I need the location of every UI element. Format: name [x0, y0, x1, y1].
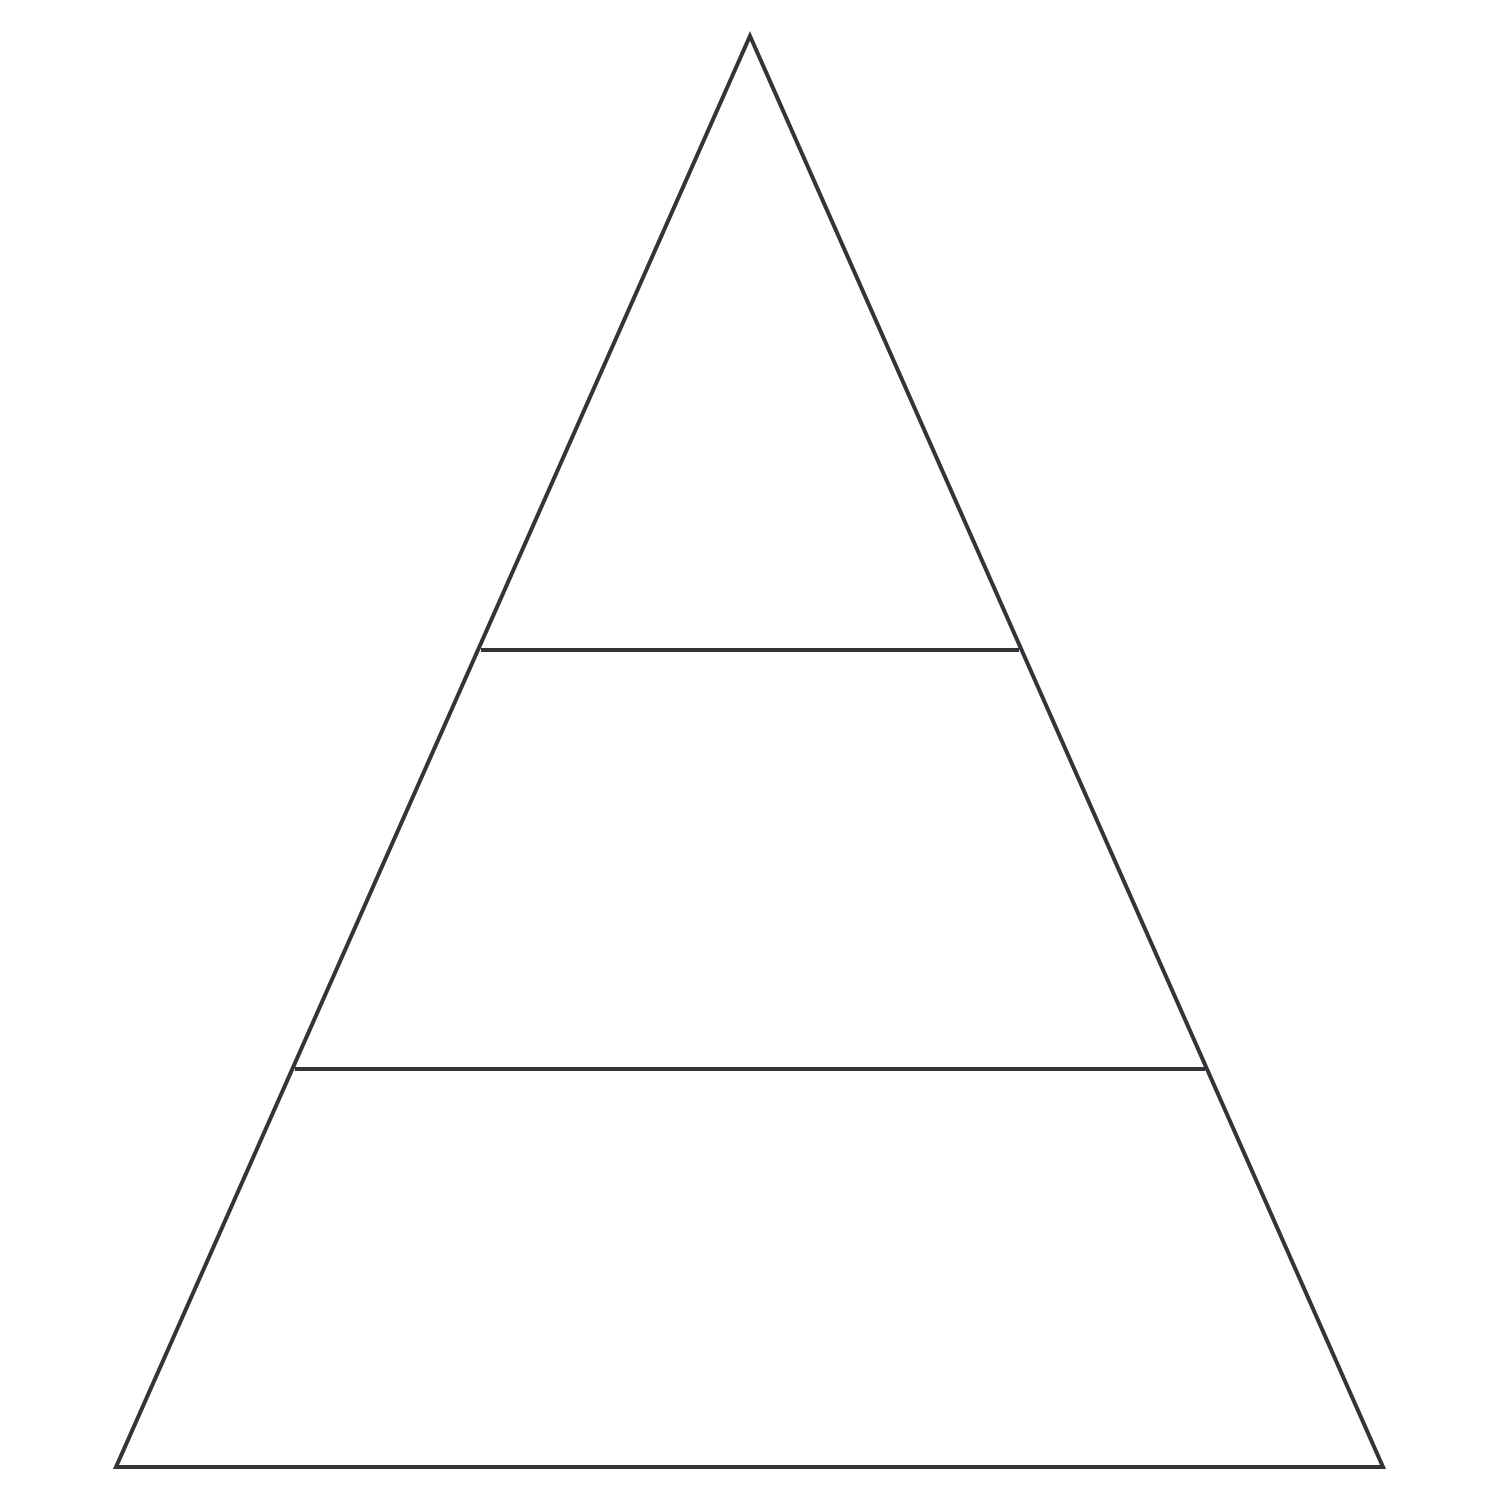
pyramid-outline — [112, 31, 1387, 1469]
